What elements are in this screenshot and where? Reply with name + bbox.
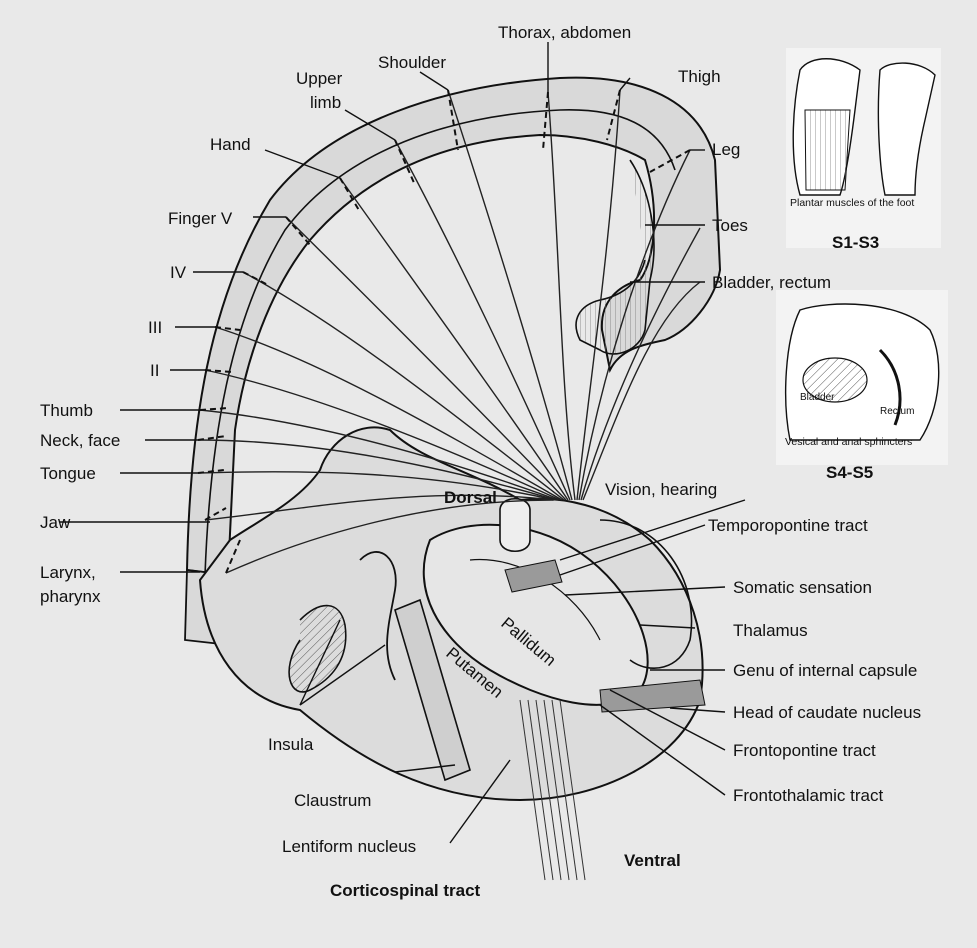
pelvis-segment: S4-S5 — [826, 463, 873, 482]
foot-skeleton-drawing — [877, 62, 936, 196]
label-corticospinal: Corticospinal tract — [330, 881, 481, 900]
foot-inset: Plantar muscles of the foot S1-S3 — [786, 48, 941, 252]
label-thalamus: Thalamus — [733, 621, 808, 640]
label-upper-limb-1: Upper — [296, 69, 343, 88]
label-vision-hearing: Vision, hearing — [605, 480, 717, 499]
label-hand: Hand — [210, 135, 251, 154]
pelvis-rectum-label: Rectum — [880, 406, 914, 417]
label-tongue: Tongue — [40, 464, 96, 483]
label-thigh: Thigh — [678, 67, 721, 86]
label-ventral: Ventral — [624, 851, 681, 870]
label-thumb: Thumb — [40, 401, 93, 420]
label-larynx-1: Larynx, — [40, 563, 96, 582]
label-iv: IV — [170, 263, 187, 282]
leader-lines — [60, 42, 746, 844]
label-insula: Insula — [268, 735, 314, 754]
fiber-dashes — [197, 89, 691, 574]
label-head-caudate: Head of caudate nucleus — [733, 703, 921, 722]
label-temporopontine: Temporopontine tract — [708, 516, 868, 535]
rectum-drawing — [878, 348, 902, 426]
label-neck-face: Neck, face — [40, 431, 120, 450]
label-ii: II — [150, 361, 159, 380]
label-finger-v: Finger V — [168, 209, 233, 228]
label-shoulder: Shoulder — [378, 53, 446, 72]
bladder-drawing — [802, 357, 868, 403]
corticospinal-fan — [197, 89, 701, 574]
label-leg: Leg — [712, 140, 740, 159]
label-larynx-2: pharynx — [40, 587, 101, 606]
foot-segment: S1-S3 — [832, 233, 879, 252]
label-claustrum: Claustrum — [294, 791, 371, 810]
label-somatic-sensation: Somatic sensation — [733, 578, 872, 597]
label-upper-limb-2: limb — [310, 93, 341, 112]
pelvis-caption: Vesical and anal sphincters — [785, 436, 912, 448]
label-toes: Toes — [712, 216, 748, 235]
foot-caption: Plantar muscles of the foot — [790, 197, 914, 209]
label-bladder-rectum: Bladder, rectum — [712, 273, 831, 292]
label-thorax-abdomen: Thorax, abdomen — [498, 23, 631, 42]
label-genu: Genu of internal capsule — [733, 661, 917, 680]
label-iii: III — [148, 318, 162, 337]
label-lentiform: Lentiform nucleus — [282, 837, 416, 856]
basal-ganglia — [198, 426, 706, 802]
label-frontothalamic: Frontothalamic tract — [733, 786, 883, 805]
pelvis-bladder-label: Bladder — [800, 392, 835, 403]
label-frontopontine: Frontopontine tract — [733, 741, 876, 760]
pelvis-inset: Bladder Rectum Vesical and anal sphincte… — [776, 290, 948, 482]
label-jaw: Jaw — [40, 513, 71, 532]
corticospinal-fibers — [519, 699, 586, 881]
label-dorsal: Dorsal — [444, 488, 497, 507]
